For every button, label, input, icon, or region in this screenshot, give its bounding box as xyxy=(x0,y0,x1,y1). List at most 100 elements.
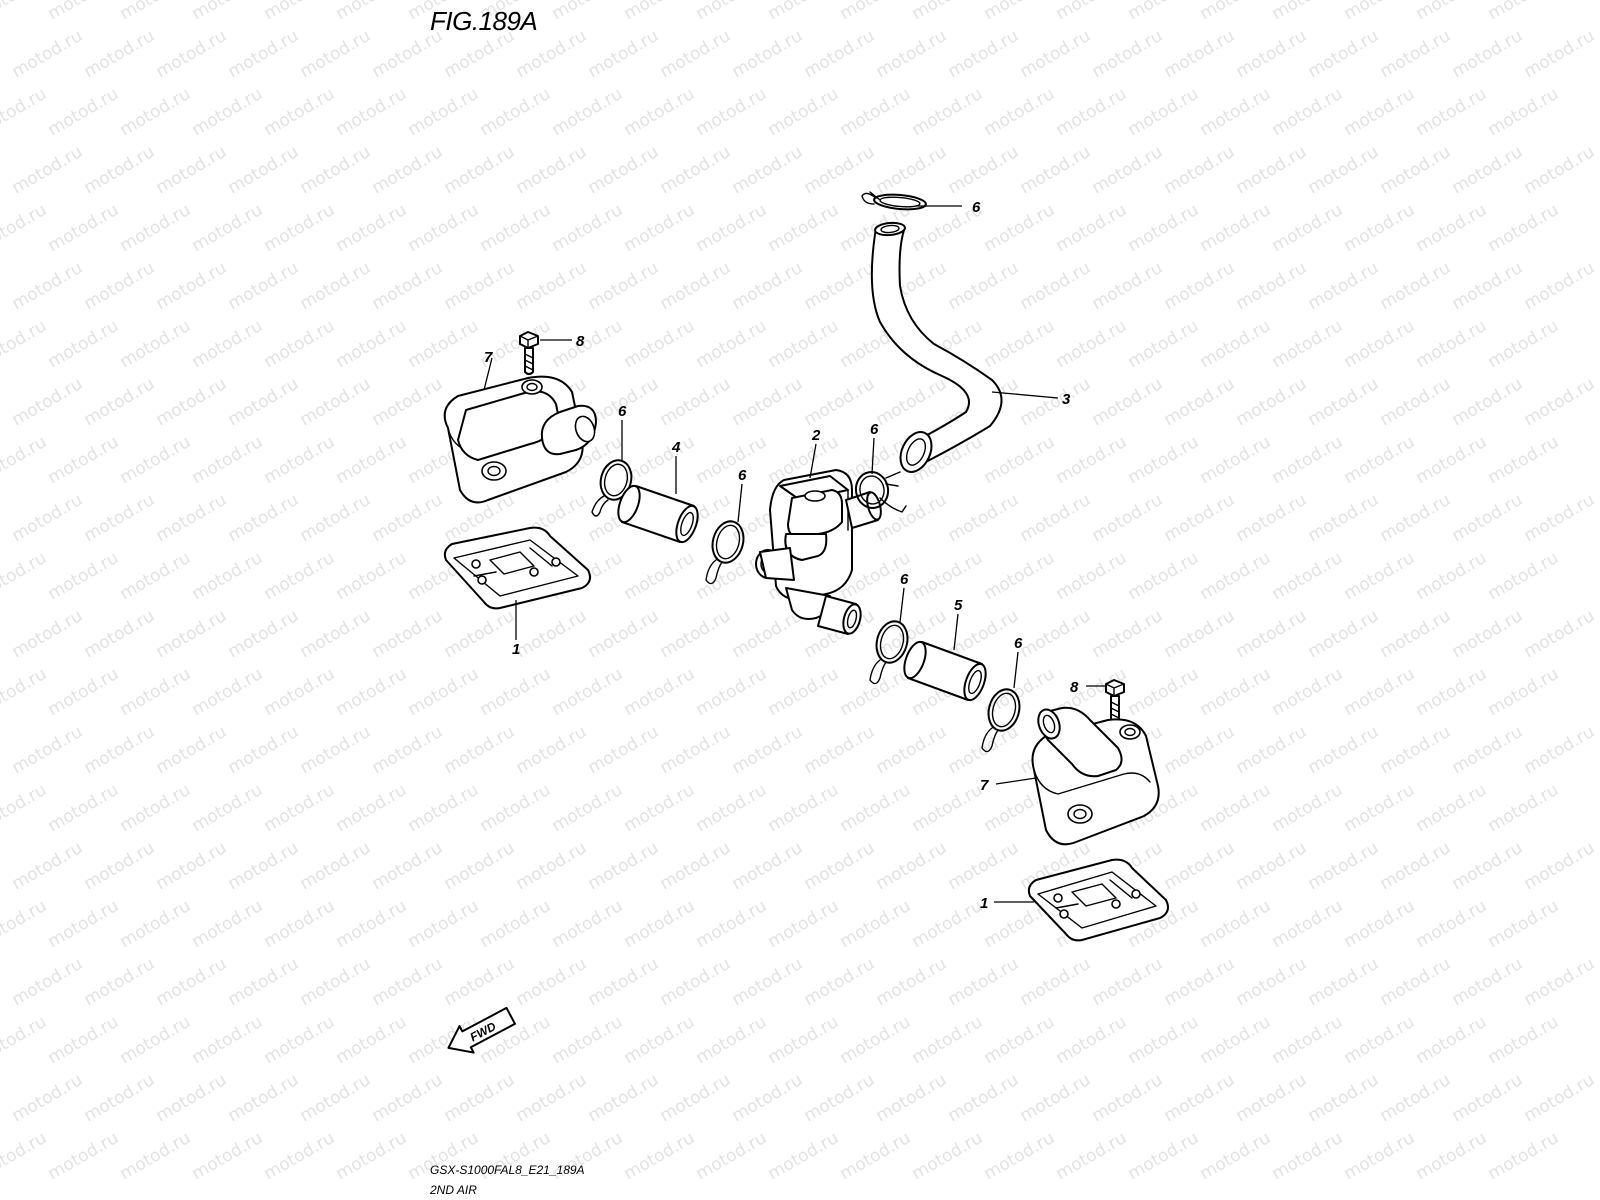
watermark-text: motod.ru xyxy=(81,490,159,546)
watermark-text: motod.ru xyxy=(621,0,699,24)
watermark-text: motod.ru xyxy=(45,1012,123,1068)
watermark-text: motod.ru xyxy=(1053,548,1131,604)
watermark-text: motod.ru xyxy=(729,258,807,314)
watermark-text: motod.ru xyxy=(1089,258,1167,314)
watermark-text: motod.ru xyxy=(549,200,627,256)
watermark-text: motod.ru xyxy=(0,780,50,836)
watermark-text: motod.ru xyxy=(297,490,375,546)
watermark-text: motod.ru xyxy=(1125,664,1203,720)
watermark-text: motod.ru xyxy=(81,142,159,198)
air-control-valve xyxy=(755,469,882,635)
callout-reed-upper: 1 xyxy=(512,641,520,658)
watermark-text: motod.ru xyxy=(909,896,987,952)
watermark-text: motod.ru xyxy=(117,1128,195,1184)
watermark-text: motod.ru xyxy=(585,1070,663,1126)
watermark-text: motod.ru xyxy=(1449,26,1527,82)
watermark-text: motod.ru xyxy=(261,1128,339,1184)
clamp-valve-right xyxy=(854,471,907,513)
watermark-text: motod.ru xyxy=(405,780,483,836)
watermark-text: motod.ru xyxy=(1521,142,1599,198)
watermark-text: motod.ru xyxy=(0,84,50,140)
watermark-text: motod.ru xyxy=(729,26,807,82)
watermark-text: motod.ru xyxy=(801,1070,879,1126)
watermark-text: motod.ru xyxy=(1017,142,1095,198)
watermark-text: motod.ru xyxy=(261,664,339,720)
watermark-text: motod.ru xyxy=(513,1070,591,1126)
watermark-text: motod.ru xyxy=(1017,606,1095,662)
watermark-text: motod.ru xyxy=(333,84,411,140)
watermark-text: motod.ru xyxy=(81,954,159,1010)
watermark-text: motod.ru xyxy=(1377,142,1455,198)
watermark-text: motod.ru xyxy=(189,896,267,952)
watermark-text: motod.ru xyxy=(1017,374,1095,430)
watermark-text: motod.ru xyxy=(729,374,807,430)
watermark-text: motod.ru xyxy=(1125,0,1203,24)
watermark-text: motod.ru xyxy=(657,954,735,1010)
watermark-text: motod.ru xyxy=(369,374,447,430)
watermark-text: motod.ru xyxy=(477,200,555,256)
watermark-text: motod.ru xyxy=(1413,84,1491,140)
watermark-text: motod.ru xyxy=(1161,954,1239,1010)
watermark-text: motod.ru xyxy=(1305,490,1383,546)
watermark-text: motod.ru xyxy=(693,780,771,836)
cover-lower xyxy=(1031,706,1160,846)
watermark-text: motod.ru xyxy=(1269,1128,1347,1184)
watermark-text: motod.ru xyxy=(333,1012,411,1068)
watermark-text: motod.ru xyxy=(189,780,267,836)
watermark-text: motod.ru xyxy=(1305,142,1383,198)
watermark-text: motod.ru xyxy=(945,26,1023,82)
watermark-text: motod.ru xyxy=(1377,26,1455,82)
watermark-text: motod.ru xyxy=(117,896,195,952)
watermark-text: motod.ru xyxy=(945,838,1023,894)
watermark-text: motod.ru xyxy=(1413,896,1491,952)
watermark-text: motod.ru xyxy=(261,548,339,604)
watermark-text: motod.ru xyxy=(1521,954,1599,1010)
watermark-text: motod.ru xyxy=(1125,316,1203,372)
watermark-text: motod.ru xyxy=(1377,954,1455,1010)
watermark-text: motod.ru xyxy=(1161,606,1239,662)
watermark-text: motod.ru xyxy=(1341,84,1419,140)
watermark-text: motod.ru xyxy=(1269,0,1347,24)
watermark-text: motod.ru xyxy=(0,200,50,256)
watermark-text: motod.ru xyxy=(297,838,375,894)
watermark-text: motod.ru xyxy=(1197,84,1275,140)
watermark-text: motod.ru xyxy=(657,258,735,314)
watermark-text: motod.ru xyxy=(1161,374,1239,430)
watermark-text: motod.ru xyxy=(153,838,231,894)
bolt-lower xyxy=(1105,679,1125,723)
callout-valve: 2 xyxy=(811,427,821,444)
watermark-text: motod.ru xyxy=(585,838,663,894)
watermark-text: motod.ru xyxy=(0,0,50,24)
watermark-text: motod.ru xyxy=(1341,780,1419,836)
watermark-text: motod.ru xyxy=(1269,548,1347,604)
watermark-text: motod.ru xyxy=(153,374,231,430)
callout-reed-lower: 1 xyxy=(980,895,988,912)
watermark-text: motod.ru xyxy=(405,896,483,952)
watermark-text: motod.ru xyxy=(45,200,123,256)
watermark-text: motod.ru xyxy=(225,142,303,198)
watermark-text: motod.ru xyxy=(1449,1070,1527,1126)
watermark-text: motod.ru xyxy=(945,1070,1023,1126)
watermark-text: motod.ru xyxy=(261,0,339,24)
watermark-text: motod.ru xyxy=(369,954,447,1010)
watermark-text: motod.ru xyxy=(693,316,771,372)
watermark-text: motod.ru xyxy=(549,664,627,720)
watermark-text: motod.ru xyxy=(333,432,411,488)
fwd-direction-marker: FWD xyxy=(447,1006,516,1054)
watermark-text: motod.ru xyxy=(837,1128,915,1184)
watermark-text: motod.ru xyxy=(1521,606,1599,662)
watermark-text: motod.ru xyxy=(1017,258,1095,314)
watermark-text: motod.ru xyxy=(297,606,375,662)
watermark-text: motod.ru xyxy=(369,258,447,314)
watermark-text: motod.ru xyxy=(729,142,807,198)
clamp-lower-right xyxy=(981,688,1021,753)
watermark-text: motod.ru xyxy=(1485,896,1563,952)
watermark-text: motod.ru xyxy=(1197,432,1275,488)
leader-lines xyxy=(483,205,1106,903)
watermark-text: motod.ru xyxy=(837,1012,915,1068)
watermark-text: motod.ru xyxy=(1125,1012,1203,1068)
watermark-text: motod.ru xyxy=(153,490,231,546)
watermark-text: motod.ru xyxy=(1377,838,1455,894)
watermark-text: motod.ru xyxy=(1449,490,1527,546)
watermark-text: motod.ru xyxy=(441,1070,519,1126)
